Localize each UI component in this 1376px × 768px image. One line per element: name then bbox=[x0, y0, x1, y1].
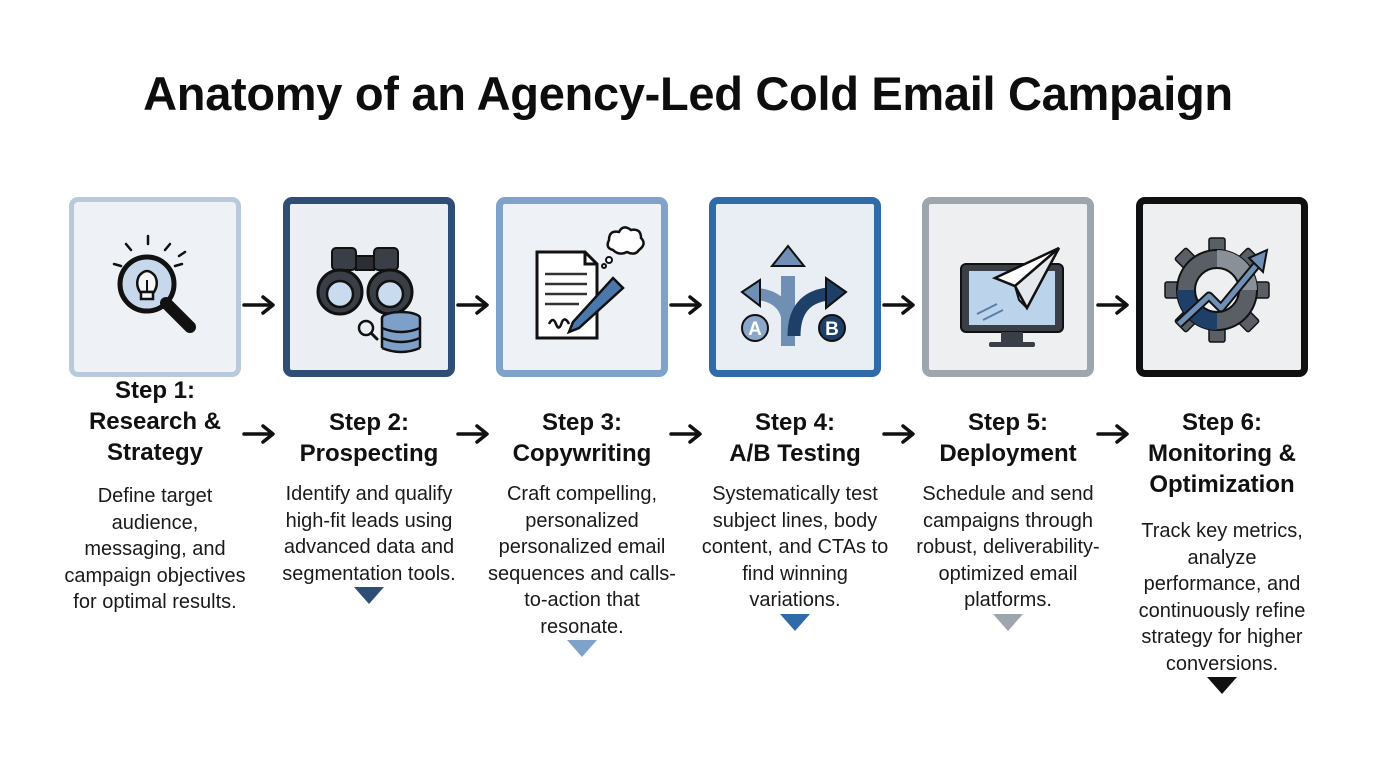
step-5-pointer bbox=[993, 613, 1023, 631]
step-6-icon-box bbox=[1136, 197, 1308, 377]
step-6-pointer bbox=[1207, 677, 1237, 694]
step-3-title: Step 3: Copywriting bbox=[512, 409, 652, 467]
flow-arrow-icons-2 bbox=[456, 295, 492, 315]
flow-arrow-icons-3 bbox=[669, 295, 705, 315]
step-5-title: Step 5: Deployment bbox=[939, 409, 1077, 467]
flow-arrow-titles-5 bbox=[1096, 424, 1132, 444]
binoculars-database-icon bbox=[316, 247, 422, 354]
flow-arrow-titles-1 bbox=[242, 424, 278, 444]
step-6: Step 6: Monitoring & Optimization Track … bbox=[1136, 197, 1308, 694]
step-3-icon-box bbox=[496, 197, 668, 377]
flow-arrow-titles-2 bbox=[456, 424, 492, 444]
step-2-pointer bbox=[354, 587, 384, 604]
step-5-description: Schedule and send campaigns through robu… bbox=[916, 483, 1100, 611]
step-2: Step 2: Prospecting Identify and qualify… bbox=[282, 197, 456, 604]
step-1-description: Define target audience, messaging, and c… bbox=[64, 485, 246, 613]
flow-arrow-icons-1 bbox=[242, 295, 278, 315]
step-3: Step 3: Copywriting Craft compelling, pe… bbox=[488, 197, 676, 657]
svg-text:A: A bbox=[748, 319, 762, 340]
step-1-title: Step 1: Research & Strategy bbox=[88, 377, 222, 466]
step-3-pointer bbox=[567, 640, 597, 657]
step-2-icon-box bbox=[283, 197, 455, 377]
document-pen-icon bbox=[535, 226, 645, 340]
step-4-icon-box: A B bbox=[709, 197, 881, 377]
step-4-description: Systematically test subject lines, body … bbox=[701, 483, 889, 611]
flow-arrow-icons-4 bbox=[882, 295, 918, 315]
step-5: Step 5: Deployment Schedule and send cam… bbox=[916, 197, 1100, 631]
flow-arrow-titles-4 bbox=[882, 424, 918, 444]
step-2-description: Identify and qualify high-fit leads usin… bbox=[282, 483, 456, 585]
flow-arrow-icons-5 bbox=[1096, 295, 1132, 315]
step-4: A B Step 4: A/B Testing Systematically t… bbox=[702, 197, 888, 631]
monitor-paper-plane-icon bbox=[960, 246, 1064, 347]
step-2-title: Step 2: Prospecting bbox=[299, 409, 439, 467]
flow-arrow-titles-3 bbox=[669, 424, 705, 444]
svg-text:B: B bbox=[825, 319, 839, 340]
lightbulb-magnifier-icon bbox=[112, 234, 196, 333]
step-3-description: Craft compelling, personalized personali… bbox=[488, 483, 676, 638]
step-4-title: Step 4: A/B Testing bbox=[729, 409, 861, 467]
step-5-icon-box bbox=[922, 197, 1094, 377]
gear-trend-arrow-icon bbox=[1164, 237, 1270, 343]
step-4-pointer bbox=[780, 613, 810, 631]
diagram-title: Anatomy of an Agency-Led Cold Email Camp… bbox=[143, 67, 1233, 120]
step-6-description: Track key metrics, analyze performance, … bbox=[1138, 520, 1306, 675]
step-6-title: Step 6: Monitoring & Optimization bbox=[1148, 409, 1296, 498]
step-1-icon-box bbox=[69, 197, 241, 377]
split-arrows-ab-icon: A B bbox=[740, 244, 848, 346]
step-1: Step 1: Research & Strategy Define targe… bbox=[64, 197, 246, 613]
